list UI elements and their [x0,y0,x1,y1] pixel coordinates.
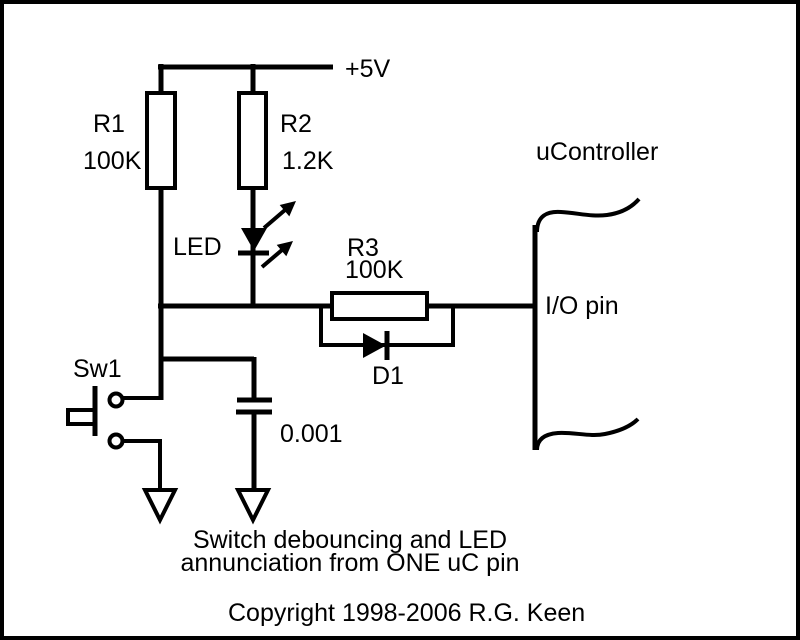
caption-line-1: Switch debouncing and LED [192,526,508,554]
r1-name-label: R1 [93,110,125,138]
ground-symbol-left [141,488,179,525]
r3-value-label: 100K [345,256,404,284]
caption-block: Switch debouncing and LED annunciation f… [100,526,600,577]
io-pin-label: I/O pin [545,292,619,320]
resistor-r1-symbol [145,91,177,190]
switch-sw1-symbol [66,386,163,492]
sw1-label: Sw1 [73,355,122,383]
r2-name-label: R2 [280,110,312,138]
led-label: LED [173,233,222,261]
ucontroller-edge [532,197,641,451]
led-arrow-head-2 [276,241,293,257]
power-rail-label: +5V [345,55,391,83]
ucontroller-label: uController [536,138,659,166]
resistor-r2-symbol [237,91,268,190]
ground-symbol-right [234,488,272,525]
cap-value-label: 0.001 [280,420,343,448]
r3-name-label: R3 [347,234,379,262]
diode-d1-symbol [363,331,390,360]
led-symbol [238,201,296,269]
wire-cap-branch [159,356,257,492]
caption-line-2: annunciation from ONE uC pin [180,549,520,577]
r2-value-label: 1.2K [282,147,334,175]
copyright-text: Copyright 1998-2006 R.G. Keen [228,599,586,627]
r1-value-label: 100K [83,147,142,175]
d1-label: D1 [372,362,404,390]
led-arrow-head-1 [279,201,296,217]
capacitor-symbol [236,397,272,415]
resistor-r3-symbol [330,291,429,321]
